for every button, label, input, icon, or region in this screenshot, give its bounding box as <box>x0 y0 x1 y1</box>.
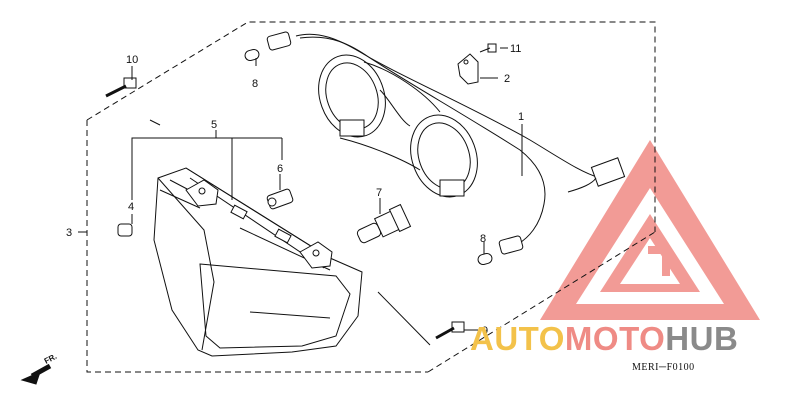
screw-small <box>479 43 497 53</box>
front-arrow-icon <box>20 363 52 385</box>
watermark-brand-part1: AUTO <box>470 320 565 357</box>
callout-7: 7 <box>376 187 382 199</box>
callout-labels: 10 8 5 6 4 3 7 11 2 1 8 9 FR. MERI─F0100 <box>43 43 695 373</box>
position-bulb-upper <box>244 31 292 62</box>
callout-1: 1 <box>518 111 524 123</box>
callout-3: 3 <box>66 227 72 239</box>
headlight-bulb <box>356 203 412 244</box>
headlight-lens <box>153 167 363 357</box>
grommet <box>117 223 133 237</box>
bolt <box>105 77 137 98</box>
watermark-logo-icon <box>540 140 760 320</box>
watermark-brand-part3: HUB <box>665 320 739 357</box>
wire-harness <box>295 33 626 245</box>
mounting-tab-upper <box>185 179 219 207</box>
leader-lines <box>78 47 523 346</box>
callout-8-upper: 8 <box>252 78 258 90</box>
reflector-rings <box>318 54 478 198</box>
headlight-clips <box>230 204 292 244</box>
drawing-code: MERI─F0100 <box>632 362 695 373</box>
assembly-outline <box>86 21 656 373</box>
callout-8-lower: 8 <box>480 233 486 245</box>
callout-11: 11 <box>510 43 521 55</box>
position-bulb-lower <box>477 235 524 266</box>
watermark-brand: AUTOMOTOHUB <box>470 320 738 358</box>
wire-clamp <box>457 53 479 85</box>
callout-6: 6 <box>277 163 283 175</box>
watermark-brand-part2: MOTO <box>564 320 666 357</box>
mounting-tab-lower <box>299 241 333 269</box>
bulb-socket <box>266 188 294 210</box>
front-indicator: FR. <box>43 352 59 366</box>
bolt-lower <box>435 321 465 340</box>
callout-2: 2 <box>504 73 510 85</box>
callout-4: 4 <box>128 201 134 213</box>
callout-10: 10 <box>126 54 138 66</box>
callout-9: 9 <box>482 325 488 337</box>
callout-5: 5 <box>211 119 217 131</box>
